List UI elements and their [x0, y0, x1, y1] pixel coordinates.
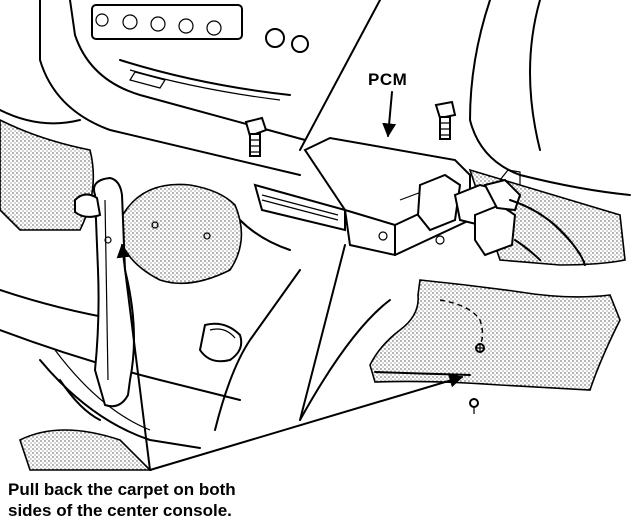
screw-icon	[469, 398, 479, 414]
bolt-icon	[434, 100, 457, 140]
caption-line-2: sides of the center console.	[8, 501, 232, 520]
center-stack-controls	[91, 4, 309, 101]
carpet-caption: Pull back the carpet on both sides of th…	[8, 479, 368, 521]
pcm-label: PCM	[368, 70, 408, 89]
clip-icon	[104, 221, 211, 244]
dashboard-outline	[0, 0, 541, 176]
pcm-pointer-arrow	[382, 91, 397, 138]
carpet-area-right	[369, 279, 621, 391]
caption-line-1: Pull back the carpet on both	[8, 480, 236, 499]
carpet-area-left	[0, 119, 243, 471]
carpet-callout-lines	[116, 243, 464, 471]
bolt-icon	[244, 116, 268, 157]
pcm-connectors	[416, 169, 586, 266]
screw-icon	[475, 343, 485, 353]
shift-lever	[59, 176, 135, 421]
